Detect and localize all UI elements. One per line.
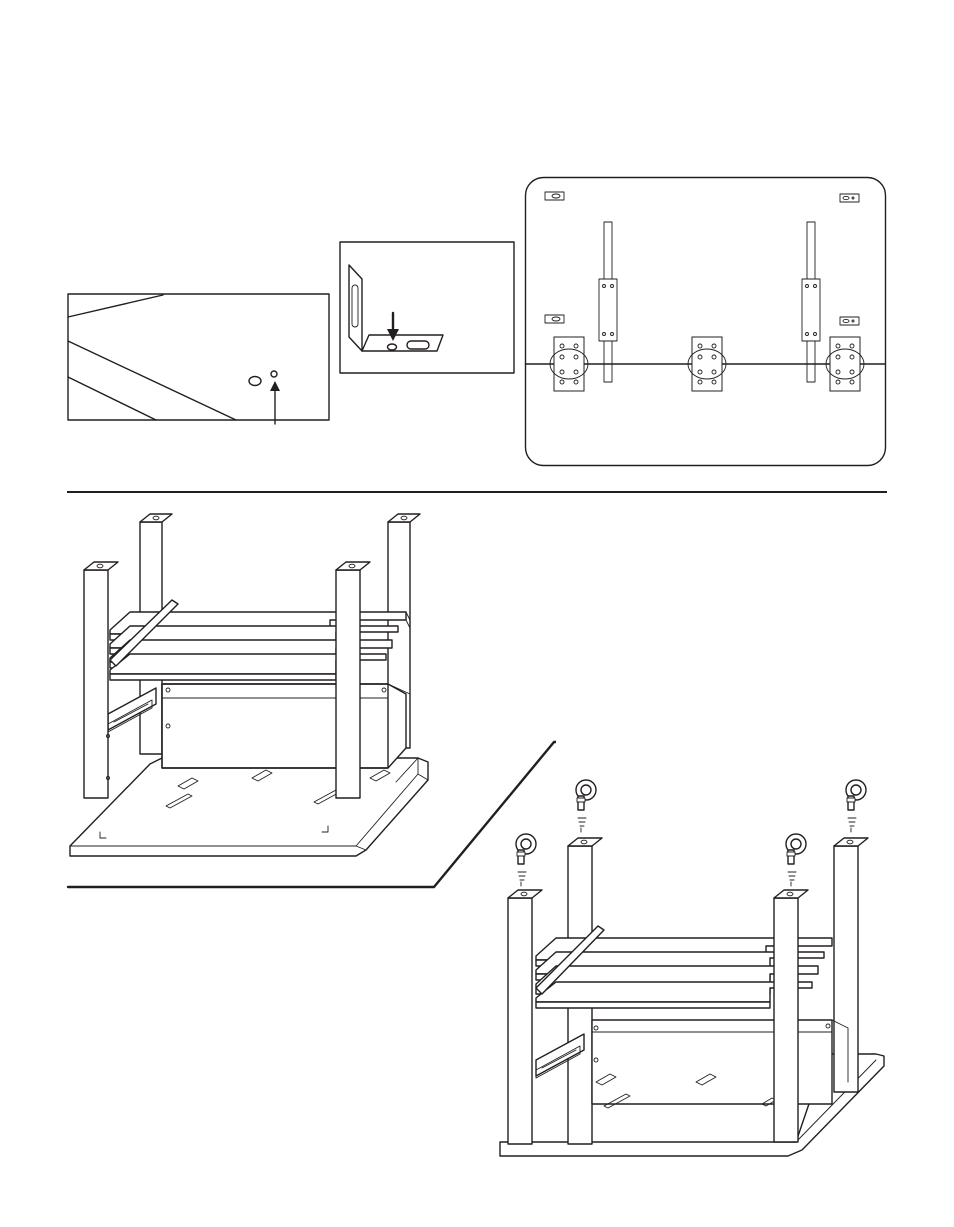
bracket-clip (840, 194, 859, 202)
drawer-box (162, 684, 410, 768)
section-divider (67, 491, 887, 493)
underside-layout-figure (524, 176, 889, 470)
drawer-box (592, 1020, 848, 1104)
tabletop-edge-line (68, 341, 236, 420)
bracket-vertical-flange (349, 265, 362, 351)
indicator-arrow-head (270, 381, 280, 391)
table-leg-front-left (508, 890, 542, 1144)
table-frame-assembly-figure (66, 508, 556, 892)
bracket-clip (545, 192, 564, 200)
detail-bracket-figure (339, 241, 517, 376)
screw-hole (249, 377, 261, 386)
pilot-hole (271, 371, 277, 377)
caster-installation-figure (496, 770, 892, 1165)
hinge-plate (550, 337, 588, 391)
caster-wheel (786, 834, 806, 886)
layout-frame (526, 178, 886, 466)
tabletop-edge-line (68, 377, 156, 420)
detail-frame (68, 294, 329, 420)
hinge-plate (826, 337, 864, 391)
caster-wheel (576, 780, 596, 832)
detail-frame (340, 242, 514, 373)
hinge-plate (688, 337, 726, 391)
drawer-slide-right (802, 222, 820, 382)
drawer-slide-left (599, 222, 617, 382)
tabletop (70, 758, 428, 856)
bracket-clip (840, 317, 859, 325)
caster-wheel (516, 834, 536, 886)
bracket-clip (545, 315, 564, 323)
tabletop-edge-line (68, 295, 163, 317)
caster-wheel (846, 780, 866, 832)
bracket-horizontal-flange (362, 335, 443, 351)
detail-hole-location-figure (66, 293, 332, 428)
